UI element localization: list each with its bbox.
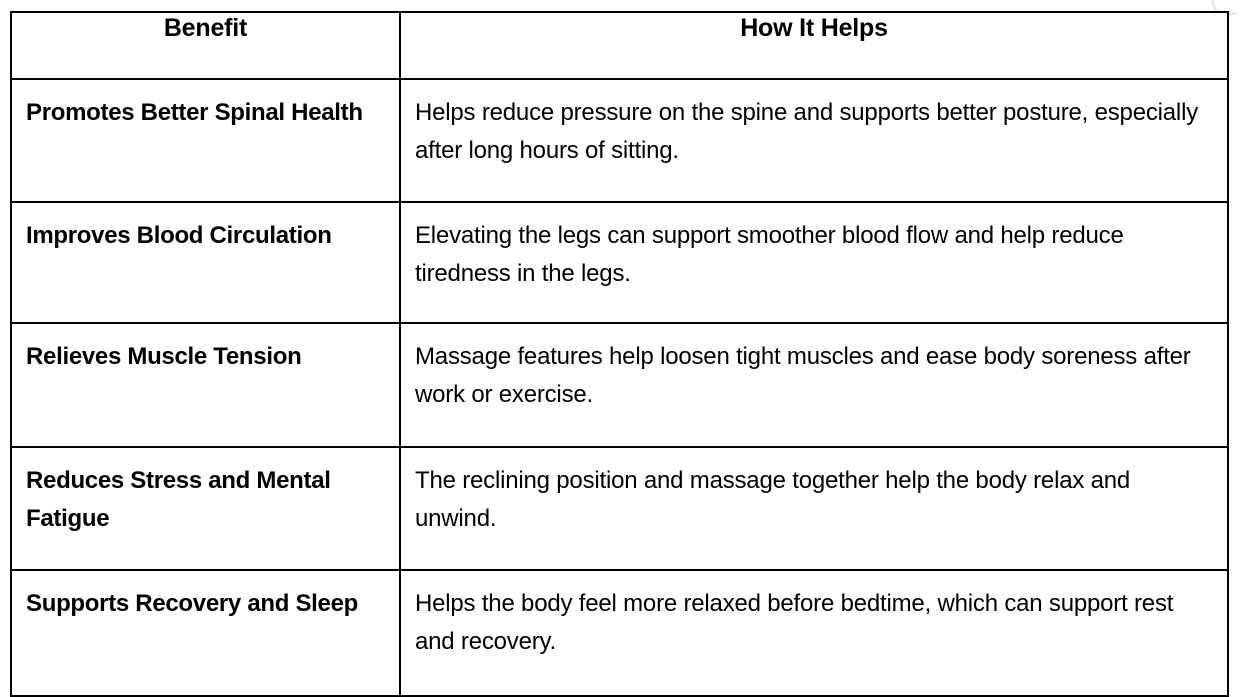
table-row: Improves Blood Circulation Elevating the… [10,201,1229,324]
cell-how-it-helps: Helps reduce pressure on the spine and s… [399,78,1229,203]
benefits-table: Benefit How It Helps Promotes Better Spi… [10,11,1229,697]
cell-benefit: Relieves Muscle Tension [10,322,401,448]
table-header: Benefit How It Helps [10,11,1229,80]
cell-how-it-helps: The reclining position and massage toget… [399,446,1229,571]
column-header-benefit: Benefit [10,11,401,80]
page-root: Benefit How It Helps Promotes Better Spi… [10,0,1236,697]
table-row: Promotes Better Spinal Health Helps redu… [10,78,1229,203]
cell-benefit: Reduces Stress and Mental Fatigue [10,446,401,571]
cell-benefit: Supports Recovery and Sleep [10,569,401,697]
table-row: Relieves Muscle Tension Massage features… [10,322,1229,448]
cell-benefit: Promotes Better Spinal Health [10,78,401,203]
table-header-row: Benefit How It Helps [10,11,1229,80]
benefits-table-container: Benefit How It Helps Promotes Better Spi… [10,11,1229,697]
cell-how-it-helps: Helps the body feel more relaxed before … [399,569,1229,697]
cell-how-it-helps: Elevating the legs can support smoother … [399,201,1229,324]
cell-benefit: Improves Blood Circulation [10,201,401,324]
table-row: Supports Recovery and Sleep Helps the bo… [10,569,1229,697]
cell-how-it-helps: Massage features help loosen tight muscl… [399,322,1229,448]
table-row: Reduces Stress and Mental Fatigue The re… [10,446,1229,571]
column-header-how-it-helps: How It Helps [399,11,1229,80]
table-body: Promotes Better Spinal Health Helps redu… [10,78,1229,697]
